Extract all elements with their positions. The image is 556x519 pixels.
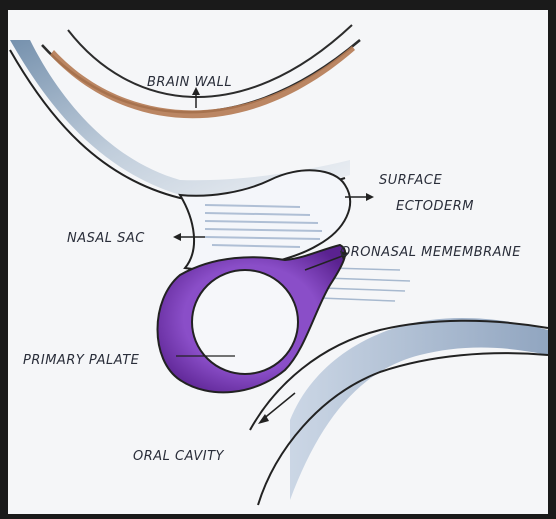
label-oral-cavity: ORAL CAVITY (133, 449, 225, 464)
label-primary-palate: PRIMARY PALATE (23, 353, 140, 368)
label-brain-wall: BRAIN WALL (147, 75, 232, 90)
label-oronasal-membrane: ORONASAL MEMEMBRANE (340, 245, 521, 260)
label-surface-ectoderm-2: ECTODERM (396, 199, 474, 214)
label-surface-ectoderm-1: SURFACE (379, 173, 442, 188)
label-nasal-sac: NASAL SAC (67, 231, 145, 246)
